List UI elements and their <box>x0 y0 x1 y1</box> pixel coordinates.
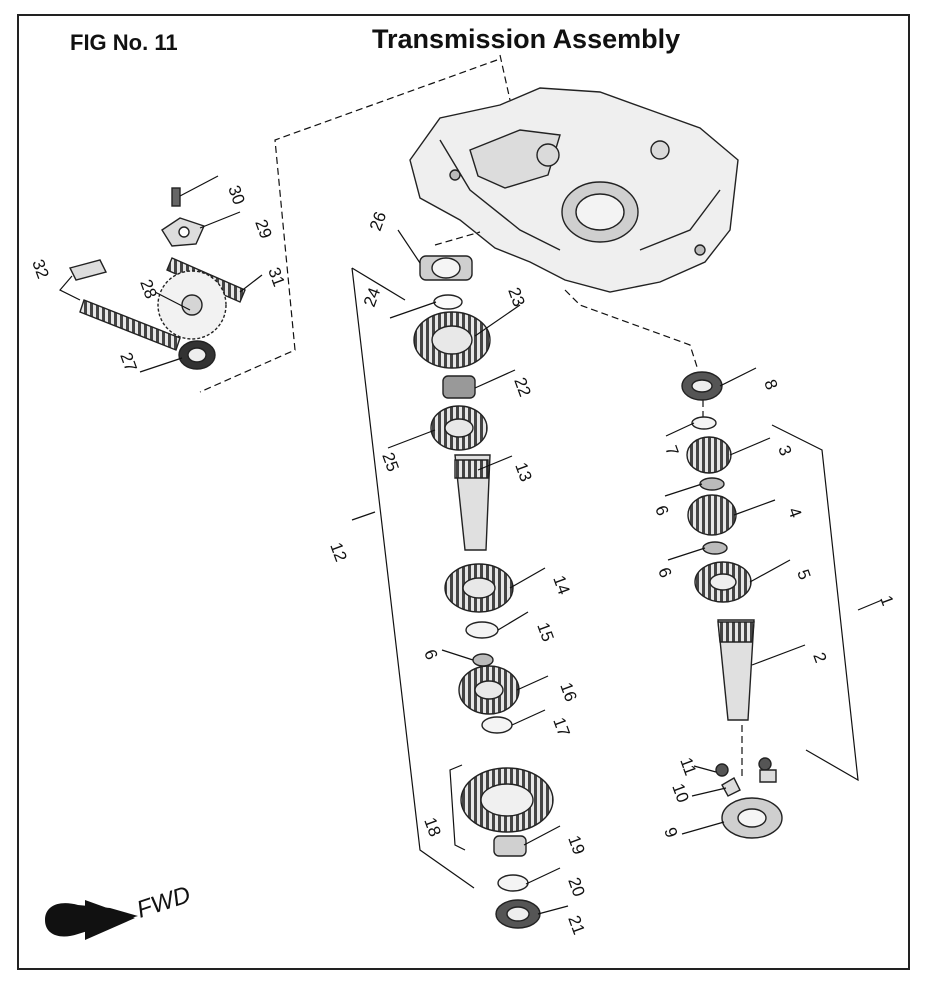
callout-11: 11 <box>676 755 700 778</box>
callout-6-center: 6 <box>420 647 441 662</box>
callout-5: 5 <box>793 567 814 582</box>
callout-17: 17 <box>549 715 573 739</box>
callout-16: 16 <box>556 680 580 704</box>
callout-27: 27 <box>116 350 140 374</box>
callout-32: 32 <box>28 257 52 281</box>
figure-number: FIG No. 11 <box>70 30 178 55</box>
callout-8: 8 <box>760 377 781 392</box>
callout-29: 29 <box>251 217 275 241</box>
callout-7: 7 <box>661 443 682 458</box>
callout-15: 15 <box>533 620 557 644</box>
callout-25: 25 <box>378 450 402 474</box>
callout-31: 31 <box>264 265 288 289</box>
callout-4: 4 <box>784 505 805 520</box>
callout-10: 10 <box>668 781 692 805</box>
figure-frame <box>17 14 910 970</box>
callout-30: 30 <box>224 183 248 207</box>
group-brackets <box>351 267 859 889</box>
callout-26: 26 <box>366 209 390 233</box>
fwd-label: FWD <box>134 881 194 924</box>
callout-6-lower: 6 <box>654 565 675 580</box>
callout-14: 14 <box>549 573 573 597</box>
figure-title: Transmission Assembly <box>372 24 681 54</box>
callout-18: 18 <box>420 815 444 839</box>
leader-lines <box>59 175 883 915</box>
crankcase-housing <box>409 87 739 293</box>
callout-3: 3 <box>774 443 795 458</box>
callout-12: 12 <box>326 540 350 564</box>
callout-1: 1 <box>876 593 897 608</box>
callout-13: 13 <box>511 460 535 484</box>
callout-9: 9 <box>660 825 681 840</box>
countershaft-parts <box>413 255 554 929</box>
callout-23: 23 <box>504 285 528 309</box>
sprocket-assembly <box>68 187 246 370</box>
callout-6-upper: 6 <box>651 503 672 518</box>
callout-19: 19 <box>564 833 588 857</box>
callout-22: 22 <box>510 375 534 399</box>
callout-2: 2 <box>809 650 830 665</box>
callout-24: 24 <box>360 285 384 309</box>
callout-20: 20 <box>564 875 588 899</box>
callout-28: 28 <box>136 277 160 301</box>
mainshaft-parts <box>681 371 783 839</box>
callout-21: 21 <box>564 913 588 937</box>
forward-direction-indicator: FWD <box>45 881 194 940</box>
